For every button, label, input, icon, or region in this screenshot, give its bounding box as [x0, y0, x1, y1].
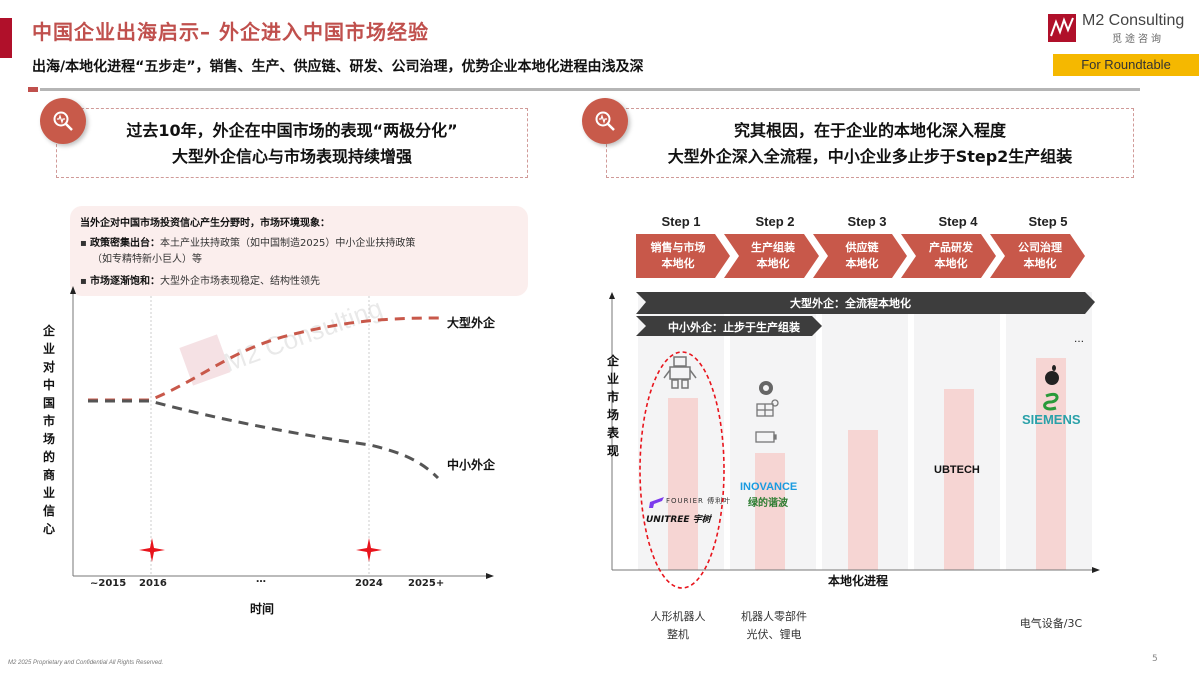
x-axis-label-left: 时间 [250, 602, 275, 616]
svg-text:M2 Consulting: M2 Consulting [220, 293, 386, 378]
confidence-line-chart: M2 Consulting [70, 286, 494, 579]
step-5-title: Step 5 [1028, 214, 1068, 229]
step-5-chevron: 公司治理本地化 [1005, 240, 1075, 272]
robot-icon [663, 356, 697, 389]
page-number: 5 [1152, 654, 1158, 664]
step-3-line2: 本地化 [845, 257, 879, 270]
category-humanoid: 人形机器人整机 [638, 608, 718, 644]
ubtech-logo: UBTECH [934, 464, 980, 476]
category-humanoid-line2: 整机 [667, 628, 689, 641]
logo-name: M2 Consulting [1082, 12, 1185, 29]
step-3-title: Step 3 [847, 214, 887, 229]
star-marker-2016 [139, 538, 165, 562]
battery-icon [755, 431, 777, 443]
x-tick-2025: 2025+ [408, 578, 445, 589]
note-bullet-2-text: 大型外企市场表现稳定、结构性领先 [159, 276, 320, 287]
step-2-line1: 生产组装 [751, 241, 795, 254]
step-1-chevron: 销售与市场本地化 [640, 240, 716, 272]
green-logo-icon [1043, 392, 1059, 411]
small-firm-bar-label: 中小外企：止步于生产组装 [668, 321, 800, 334]
series-label-small: 中小外企 [447, 458, 496, 472]
step-1-line2: 本地化 [661, 257, 695, 270]
y-axis-label-right: 企业市场表现 [606, 354, 619, 458]
logo-cn: 觅途咨询 [1112, 34, 1164, 45]
series-label-large: 大型外企 [447, 316, 496, 330]
step-1-title: Step 1 [661, 214, 701, 229]
header-divider [40, 88, 1140, 91]
ellipsis: … [1074, 334, 1084, 345]
step-5-line1: 公司治理 [1018, 241, 1062, 254]
page-subtitle: 出海/本地化进程“五步走”，销售、生产、供应链、研发、公司治理，优势企业本地化进… [32, 59, 644, 75]
x-tick-2015: ~2015 [90, 578, 127, 589]
gear-icon [759, 381, 773, 395]
step-1-line1: 销售与市场 [650, 241, 706, 254]
step-4-title: Step 4 [938, 214, 978, 229]
category-components: 机器人零部件光伏、锂电 [724, 608, 824, 644]
category-electrical: 电气设备/3C [1019, 617, 1083, 630]
large-firm-bar-label: 大型外企：全流程本地化 [790, 297, 911, 310]
note-bullet-1-cont: （如专精特新小巨人）等 [92, 254, 202, 265]
magnifier-chart-icon [582, 98, 628, 144]
note-heading: 当外企对中国市场投资信心产生分野时，市场环境现象： [80, 218, 330, 229]
divider-mark [28, 87, 38, 92]
magnifier-chart-icon [40, 98, 86, 144]
roundtable-tag: For Roundtable [1053, 54, 1199, 76]
x-tick-2016: 2016 [139, 578, 167, 589]
leaderdrive-logo: 绿的谐波 [748, 498, 788, 509]
note-bullet-1-key: 政策密集出台： [89, 238, 160, 249]
y-axis-label-left: 企业对中国市场的商业信心 [42, 324, 55, 536]
siemens-logo: SIEMENS [1022, 412, 1081, 427]
x-tick-ellipsis: … [256, 574, 266, 585]
market-note-box [70, 206, 528, 296]
page-title: 中国企业出海启示– 外企进入中国市场经验 [32, 20, 429, 44]
unitree-logo: UNITREE 宇树 [646, 515, 711, 525]
note-bullet-2-key: 市场逐渐饱和： [89, 276, 160, 287]
step-3-chevron: 供应链本地化 [827, 240, 897, 272]
x-tick-2024: 2024 [355, 578, 383, 589]
step-2-line2: 本地化 [756, 257, 790, 270]
fourier-logo: FOURIER 傅利叶 [666, 497, 732, 505]
category-humanoid-line1: 人形机器人 [650, 610, 706, 623]
inovance-logo: INOVANCE [740, 481, 798, 493]
right-callout-line2: 大型外企深入全流程，中小企业多止步于Step2生产组装 [667, 147, 1073, 166]
step-2-chevron: 生产组装本地化 [738, 240, 808, 272]
step-2-title: Step 2 [755, 214, 795, 229]
note-bullet-1: ▪ 政策密集出台：本土产业扶持政策（如中国制造2025）中小企业扶持政策 [80, 238, 416, 249]
step-4-line1: 产品研发 [929, 241, 973, 254]
m2-logo-icon [1048, 14, 1076, 42]
solar-panel-icon [756, 399, 779, 417]
left-callout-line1: 过去10年，外企在中国市场的表现“两极分化” [126, 121, 458, 140]
step-4-chevron: 产品研发本地化 [916, 240, 986, 272]
left-callout-line2: 大型外企信心与市场表现持续增强 [171, 147, 412, 166]
title-accent-bar [0, 18, 12, 58]
category-components-line1: 机器人零部件 [741, 610, 807, 623]
note-bullet-2: ▪ 市场逐渐饱和：大型外企市场表现稳定、结构性领先 [80, 276, 320, 287]
x-axis-label-right: 本地化进程 [828, 574, 889, 588]
footer-copyright: M2 2025 Proprietary and Confidential All… [8, 660, 164, 666]
step-4-line2: 本地化 [934, 257, 968, 270]
step-5-line2: 本地化 [1023, 257, 1057, 270]
step-3-line1: 供应链 [845, 241, 879, 254]
localization-steps-diagram [609, 234, 1100, 589]
right-callout-line1: 究其根因，在于企业的本地化深入程度 [733, 121, 1006, 140]
star-marker-2024 [356, 538, 382, 562]
category-components-line2: 光伏、锂电 [746, 628, 802, 641]
note-bullet-1-text: 本土产业扶持政策（如中国制造2025）中小企业扶持政策 [159, 238, 416, 249]
watermark-logo: M2 Consulting [179, 293, 386, 386]
apple-logo-icon [1045, 365, 1059, 385]
